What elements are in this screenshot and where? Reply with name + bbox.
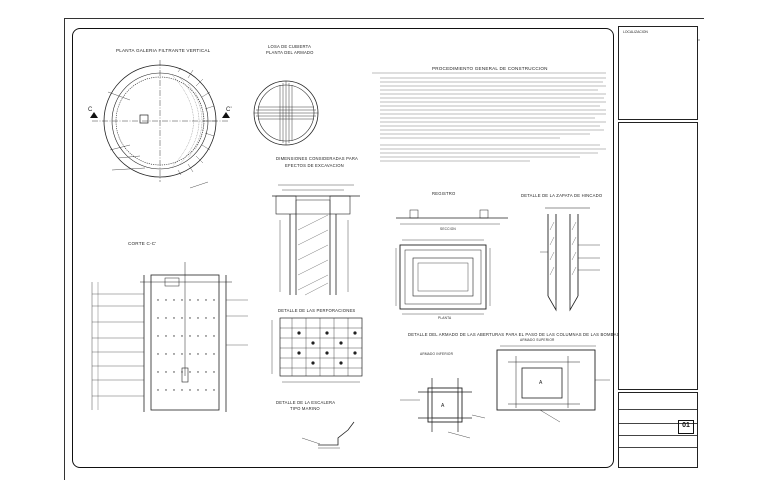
title-losa-armado: PLANTA DEL ARMADO [266,50,314,55]
location-panel: LOCALIZACION [618,26,698,120]
title-dimensiones-2: EFECTOS DE EXCAVACION [285,163,344,168]
title-block [618,392,698,468]
title-zapata: DETALLE DE LA ZAPATA DE HINCADO [521,193,603,198]
title-escalera-1: DETALLE DE LA ESCALERA [276,400,336,405]
escalera-drawing [301,421,355,449]
corte-cc-drawing [91,262,248,412]
notes-panel [618,122,698,390]
location-title: LOCALIZACION [623,30,648,34]
dimensiones-drawing [272,184,360,296]
mark-a-superior: A [539,380,543,386]
title-dimensiones-1: DIMENSIONES CONSIDERADAS PARA [276,156,359,161]
title-planta-galeria: PLANTA GALERIA FILTRANTE VERTICAL [116,48,211,53]
mark-a-inferior: A [441,403,445,409]
section-mark-c: C [88,107,93,113]
zapata-drawing [540,207,600,312]
title-escalera-2: TIPO MARINO [290,406,320,411]
procedure-notes [372,72,606,162]
plan-galeria-drawing [92,60,228,189]
title-losa-cubierta: LOSA DE CUBIERTA [268,44,312,49]
title-registro: REGISTRO [432,191,456,196]
sheet-number: 01 [678,420,694,434]
registro-drawing [395,209,508,315]
label-armado-inferior: ARMADO INFERIOR [420,352,454,356]
losa-cubierta-drawing [253,80,319,146]
label-planta: PLANTA [438,316,452,320]
title-aberturas: DETALLE DEL ARMADO DE LAS ABERTURAS PARA… [408,332,620,337]
armado-inferior-drawing [400,378,486,439]
drawing-frame [72,28,614,468]
label-seccion: SECCION [440,227,456,231]
label-armado-superior: ARMADO SUPERIOR [520,338,555,342]
armado-superior-drawing [496,345,610,423]
outer-border [64,18,704,480]
title-procedimiento: PROCEDIMIENTO GENERAL DE CONSTRUCCION [432,66,548,71]
section-mark-c-prime: C' [226,107,232,113]
title-corte: CORTE C-C' [128,241,157,246]
perforaciones-drawing [271,317,363,383]
title-perforaciones: DETALLE DE LAS PERFORACIONES [278,308,356,313]
